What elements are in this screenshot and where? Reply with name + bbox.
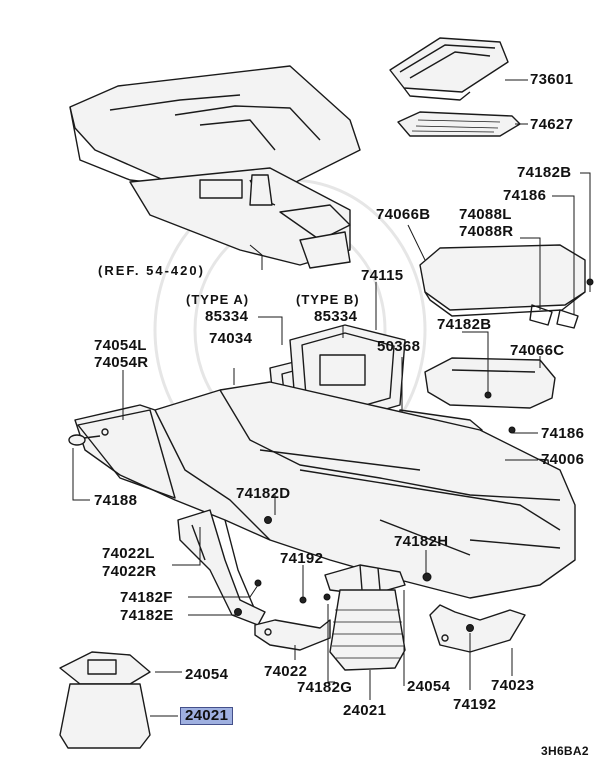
label-74182H: 74182H — [394, 533, 449, 550]
part-74066B-armrest-lid — [419, 244, 586, 317]
label-74066C: 74066C — [510, 342, 565, 359]
label-74182F: 74182F — [120, 589, 173, 606]
part-74034-console-body — [74, 381, 576, 611]
label-74115: 74115 — [361, 267, 404, 284]
label-24054-left: 24054 — [185, 666, 229, 683]
label-74034: 74034 — [209, 330, 253, 347]
label-74088L: 74088L — [459, 206, 512, 223]
label-85334-type-a: 85334 — [205, 308, 249, 325]
label-74022L: 74022L — [102, 545, 155, 562]
part-74066C-armrest-base — [424, 357, 556, 409]
label-74054R: 74054R — [94, 354, 149, 371]
part-74054-side-panel — [77, 409, 176, 499]
diagram-code: 3H6BA2 — [541, 744, 589, 758]
label-type-b: (TYPE B) — [296, 292, 360, 307]
label-74054L: 74054L — [94, 337, 147, 354]
leader-lines — [72, 79, 591, 717]
label-74066B: 74066B — [376, 206, 431, 223]
label-24021-center: 24021 — [343, 702, 387, 719]
label-type-a: (TYPE A) — [186, 292, 250, 307]
label-ref-54-420: (REF. 54-420) — [98, 263, 205, 278]
label-74182D: 74182D — [236, 485, 291, 502]
label-74022: 74022 — [264, 663, 308, 680]
label-74022R: 74022R — [102, 563, 157, 580]
label-74192-left: 74192 — [280, 550, 324, 567]
part-73601-tray — [389, 37, 509, 101]
label-74023: 74023 — [491, 677, 535, 694]
label-24054-center: 24054 — [407, 678, 451, 695]
label-74182B-top: 74182B — [517, 164, 572, 181]
dashboard-reference-illustration — [69, 65, 361, 269]
label-74182G: 74182G — [297, 679, 353, 696]
part-24021-shift-boot-left — [59, 651, 151, 749]
label-74188: 74188 — [94, 492, 138, 509]
label-85334-type-b: 85334 — [314, 308, 358, 325]
label-73601: 73601 — [530, 71, 574, 88]
part-74188-knob — [68, 434, 101, 446]
part-74022-bracket-lower — [254, 619, 331, 651]
fasteners — [234, 391, 516, 632]
label-74006: 74006 — [541, 451, 585, 468]
label-74182B-mid: 74182B — [437, 316, 492, 333]
label-74627: 74627 — [530, 116, 574, 133]
label-24021-highlighted[interactable]: 24021 — [180, 707, 234, 725]
label-50368: 50368 — [377, 338, 421, 355]
label-74192-right: 74192 — [453, 696, 497, 713]
label-74182E: 74182E — [120, 607, 174, 624]
label-74186-top: 74186 — [503, 187, 547, 204]
label-74088R: 74088R — [459, 223, 514, 240]
part-74088-hinges — [529, 304, 579, 329]
part-74023-bracket-right — [429, 604, 526, 653]
label-74186-mid: 74186 — [541, 425, 585, 442]
part-24021-shift-boot-center — [324, 564, 406, 671]
part-74627-lid — [397, 111, 521, 137]
